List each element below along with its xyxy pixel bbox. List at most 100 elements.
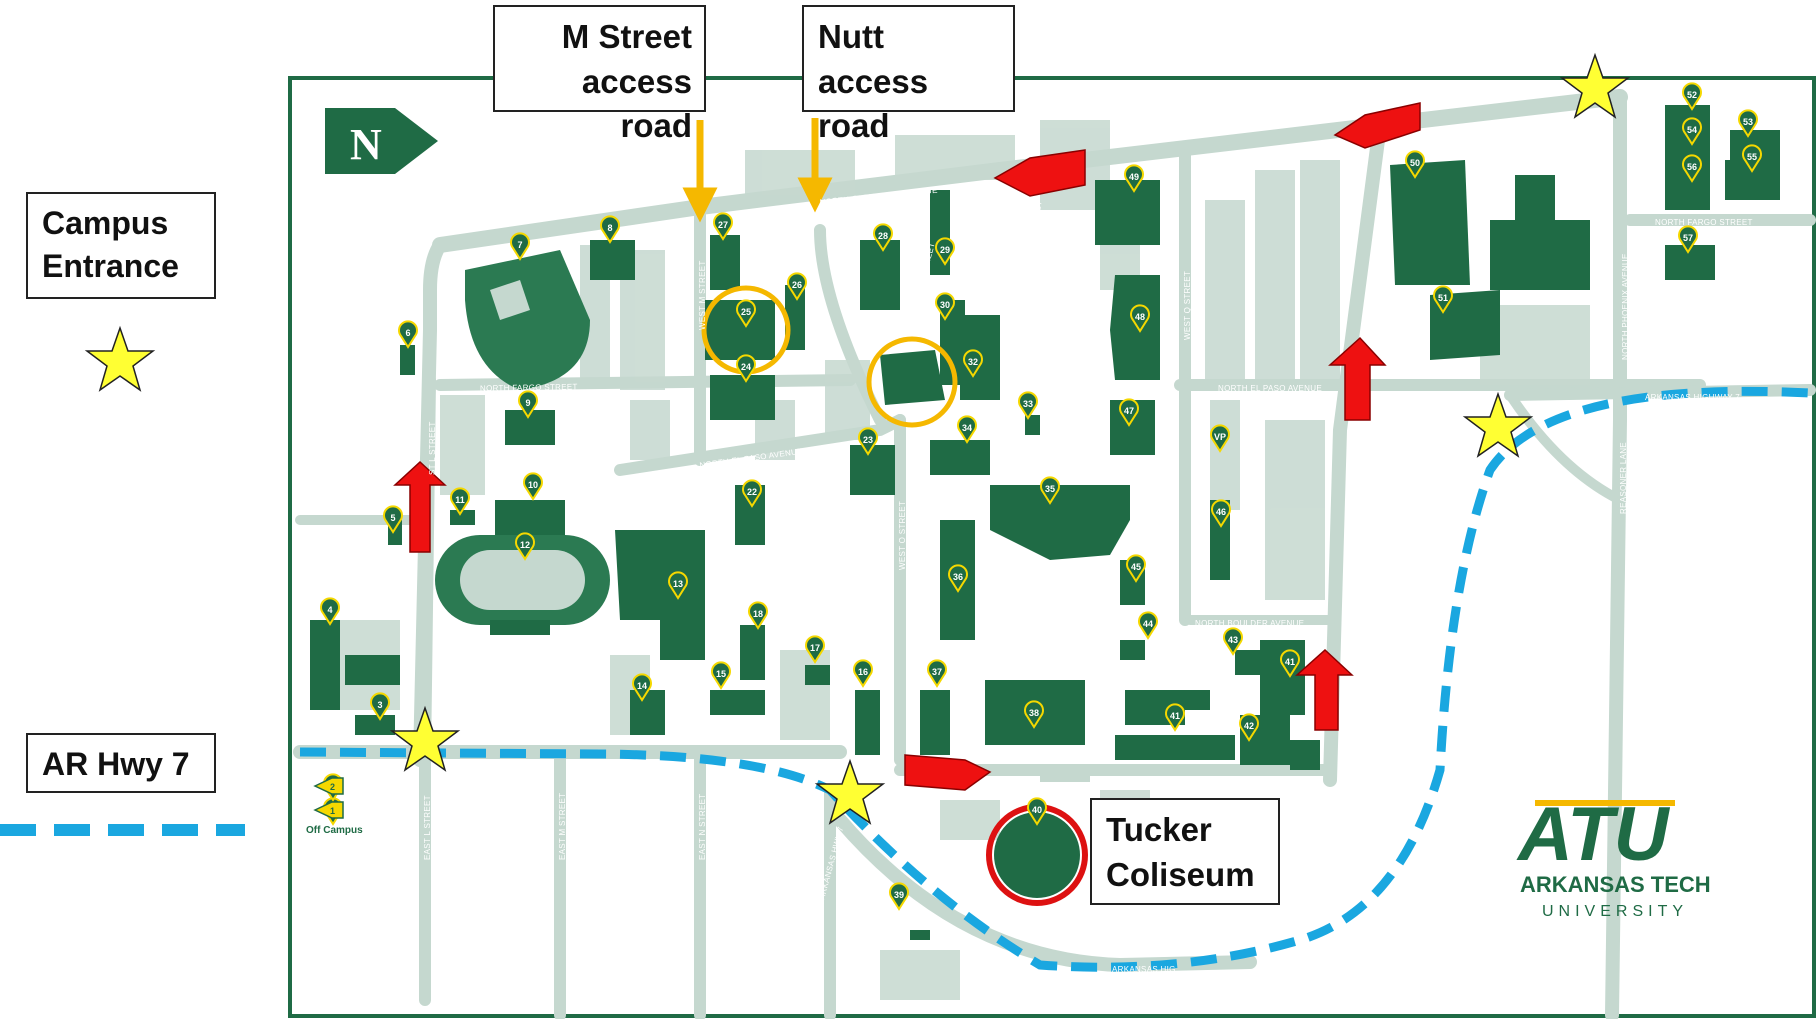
legend-campus-entrance-text: Campus Entrance [42,205,179,285]
red-arrow-north [1333,102,1421,149]
building-marker[interactable]: 25 [736,299,756,328]
building-marker-pin [632,673,652,702]
building-marker[interactable]: 39 [889,882,909,911]
building-marker[interactable]: 49 [1124,164,1144,193]
building-marker-pin [515,532,535,561]
red-arrow-coliseum [904,754,992,791]
building-marker[interactable]: 12 [515,532,535,561]
building-marker[interactable]: 44 [1138,611,1158,640]
building-marker[interactable]: 46 [1211,499,1231,528]
building-number: 32 [968,357,978,367]
n-el-paso-label: N. EL PASO AVE. [305,506,373,515]
building-marker-pin [1040,476,1060,505]
building-marker-pin [523,472,543,501]
building-marker-pin [873,223,893,252]
building-marker-pin [510,232,530,261]
building-marker[interactable]: 53 [1738,109,1758,138]
building-marker[interactable]: 3 [370,692,390,721]
building-marker[interactable]: 36 [948,564,968,593]
building-marker[interactable]: 6 [398,320,418,349]
building-number: 49 [1129,172,1139,182]
building-marker[interactable]: 33 [1018,391,1038,420]
building-marker[interactable]: 51 [1433,285,1453,314]
building-number: 12 [520,540,530,550]
building-marker[interactable]: 27 [713,212,733,241]
legend-star-icon [86,327,154,391]
building-marker[interactable]: 41 [1165,703,1185,732]
building-marker-pin [1682,82,1702,111]
building-marker[interactable]: VP [1210,424,1230,453]
building-marker[interactable]: 29 [935,237,955,266]
building-marker[interactable]: 22 [742,479,762,508]
building-marker[interactable]: 17 [805,635,825,664]
building-marker[interactable]: 16 [853,659,873,688]
hwy7-south-label: ARKANSAS HIG [1112,965,1176,974]
north-arrow: N [325,108,438,174]
building-marker[interactable]: 42 [1239,713,1259,742]
building-number: 17 [810,643,820,653]
building-marker-pin [963,349,983,378]
building-marker[interactable]: 13 [668,571,688,600]
building-marker[interactable]: 30 [935,292,955,321]
building-marker-pin [1433,285,1453,314]
building-number: 30 [940,300,950,310]
building-marker-pin [711,661,731,690]
off-campus-label: Off Campus [306,825,363,836]
building-marker[interactable]: 5 [383,505,403,534]
building-marker[interactable]: 47 [1119,398,1139,427]
building-marker[interactable]: 57 [1678,225,1698,254]
building-marker-pin [668,571,688,600]
building-marker[interactable]: 56 [1682,154,1702,183]
building-marker[interactable]: 41 [1280,649,1300,678]
building-marker-pin [853,659,873,688]
building-marker[interactable]: 50 [1405,150,1425,179]
building-marker[interactable]: 43 [1223,627,1243,656]
building-number: 47 [1124,406,1134,416]
building-marker[interactable]: 45 [1126,554,1146,583]
building-number: 53 [1743,117,1753,127]
building-number: 42 [1244,721,1254,731]
building-marker[interactable]: 7 [510,232,530,261]
building-marker[interactable]: 18 [748,601,768,630]
building-marker[interactable]: 52 [1682,82,1702,111]
hwy7-sign-label: ARKANSAS HIGHWAY 7 [1645,393,1740,402]
building-number: 13 [673,579,683,589]
building-marker[interactable]: 28 [873,223,893,252]
building-marker[interactable]: 24 [736,354,756,383]
building-marker[interactable]: 10 [523,472,543,501]
east-n-label: EAST N STREET [698,794,707,860]
building-marker[interactable]: 9 [518,390,538,419]
building-marker[interactable]: 23 [858,427,878,456]
building-marker[interactable]: 55 [1742,144,1762,173]
coliseum-drive-label: COLISEUM DRIVE [1132,775,1205,784]
building-number: 48 [1135,312,1145,322]
building-marker[interactable]: 54 [1682,117,1702,146]
building-marker[interactable]: 35 [1040,476,1060,505]
building-marker-pin [383,505,403,534]
building-marker[interactable]: 15 [711,661,731,690]
building-marker[interactable]: 11 [450,487,470,516]
building-marker-pin [1130,304,1150,333]
building-marker[interactable]: 48 [1130,304,1150,333]
building-marker[interactable]: 14 [632,673,652,702]
building-marker[interactable]: 37 [927,659,947,688]
building-number: 37 [932,667,942,677]
nutt-callout: Nutt access road [802,5,1015,144]
building-number: 39 [894,890,904,900]
building-number: 46 [1216,507,1226,517]
building-marker[interactable]: 34 [957,415,977,444]
building-marker[interactable]: 26 [787,272,807,301]
building-marker-pin [805,635,825,664]
legend-highway: AR Hwy 7 [26,733,216,793]
building-number: 43 [1228,635,1238,645]
building-number: 45 [1131,562,1141,572]
building-marker-pin [518,390,538,419]
red-arrow-boulder [1295,648,1354,731]
building-number: 14 [637,681,647,691]
building-marker[interactable]: 32 [963,349,983,378]
building-marker[interactable]: 40 [1027,797,1047,826]
building-marker-pin [1742,144,1762,173]
building-marker[interactable]: 8 [600,215,620,244]
building-marker[interactable]: 38 [1024,700,1044,729]
building-marker[interactable]: 4 [320,597,340,626]
